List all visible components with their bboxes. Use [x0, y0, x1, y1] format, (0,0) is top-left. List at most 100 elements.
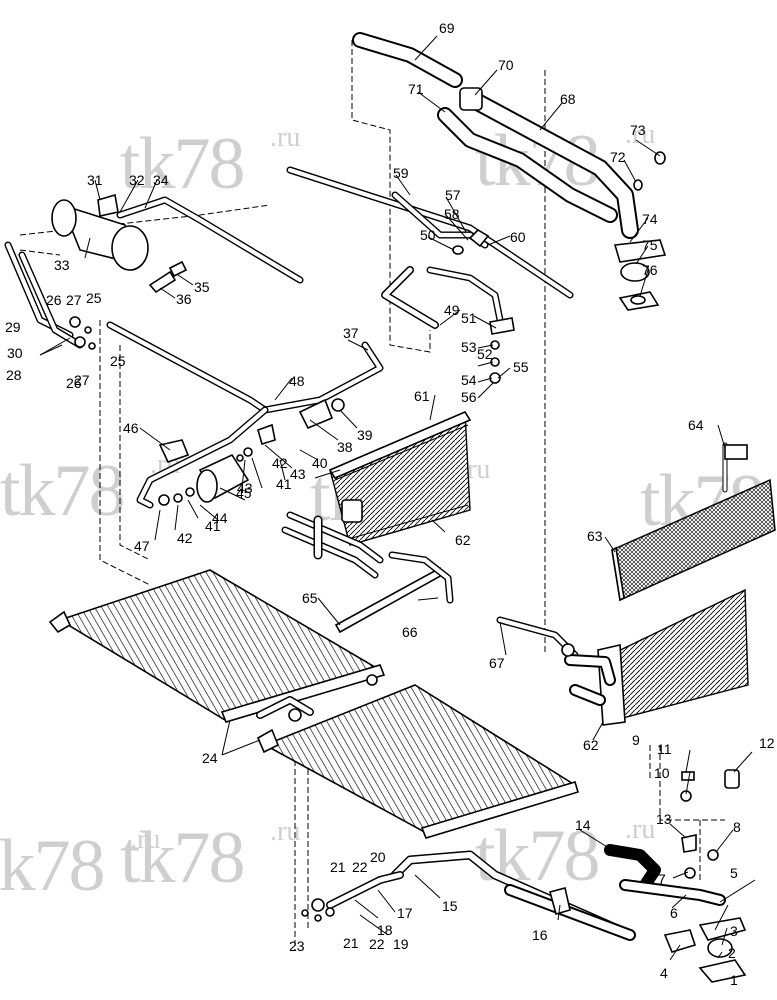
callout-label-16: 16 [532, 927, 548, 943]
accumulator-44 [158, 439, 250, 506]
callout-label-25: 25 [110, 353, 126, 369]
callout-label-43: 43 [237, 480, 253, 496]
callout-label-71: 71 [408, 81, 424, 97]
callout-label-50: 50 [420, 227, 436, 243]
callout-label-20: 20 [370, 849, 386, 865]
callout-label-45: 45 [236, 485, 252, 501]
callout-label-5: 5 [730, 865, 738, 881]
callout-label-31: 31 [87, 172, 103, 188]
heater-core-61 [496, 588, 749, 726]
lower-hoses-14-23 [301, 844, 726, 941]
callout-label-67: 67 [489, 655, 505, 671]
callout-label-9: 9 [632, 732, 640, 748]
watermark-text: tk78 [475, 815, 599, 897]
callout-label-64: 64 [688, 417, 704, 433]
callout-label-41: 41 [276, 476, 292, 492]
callout-label-8: 8 [733, 819, 741, 835]
callout-label-21: 21 [330, 859, 346, 875]
callout-label-24: 24 [202, 750, 218, 766]
callout-label-25: 25 [86, 290, 102, 306]
callout-label-27: 27 [66, 292, 82, 308]
callout-label-3: 3 [730, 923, 738, 939]
callout-label-73: 73 [630, 122, 646, 138]
callout-label-11: 11 [657, 741, 672, 757]
callout-label-62: 62 [583, 737, 599, 753]
callout-label-59: 59 [393, 165, 409, 181]
mount-parts-1-13 [663, 769, 747, 983]
callout-label-17: 17 [397, 905, 413, 921]
watermark-text: tk78 [120, 123, 244, 205]
callout-label-21: 21 [343, 935, 359, 951]
callout-label-7: 7 [658, 871, 666, 887]
callout-label-13: 13 [656, 811, 672, 827]
callout-label-22: 22 [352, 859, 368, 875]
leader-lines [39, 35, 756, 961]
callout-label-29: 29 [5, 319, 21, 335]
callout-label-49: 49 [444, 302, 460, 318]
callout-label-23: 23 [289, 938, 305, 954]
callout-label-41: 41 [205, 518, 221, 534]
callout-label-75: 75 [642, 237, 658, 253]
assembly-dashed-lines [19, 40, 725, 950]
watermark-layer: tk78.rutk78.rutk78.rutk78.rutk78.rutk78.… [0, 119, 766, 907]
callout-label-55: 55 [513, 359, 529, 375]
callout-label-74: 74 [642, 211, 658, 227]
watermark-suffix: .ru [130, 824, 160, 855]
callout-label-46: 46 [123, 420, 139, 436]
callout-label-32: 32 [129, 172, 145, 188]
callout-label-15: 15 [442, 898, 458, 914]
tube-58-59 [286, 166, 574, 384]
callout-label-47: 47 [134, 538, 150, 554]
callout-label-70: 70 [498, 57, 514, 73]
callout-label-12: 12 [759, 735, 775, 751]
callout-label-65: 65 [302, 590, 318, 606]
callout-label-61: 61 [414, 388, 430, 404]
callout-label-51: 51 [461, 310, 477, 326]
condensers-24 [48, 569, 579, 839]
callout-label-56: 56 [461, 389, 477, 405]
callout-label-26: 26 [66, 375, 82, 391]
callout-label-53: 53 [461, 339, 477, 355]
callout-label-14: 14 [575, 817, 591, 833]
callout-label-69: 69 [439, 20, 455, 36]
callout-label-52: 52 [477, 346, 493, 362]
callout-label-60: 60 [510, 229, 526, 245]
callout-label-72: 72 [610, 149, 626, 165]
watermark-suffix: .ru [270, 122, 300, 153]
callout-label-22: 22 [369, 936, 385, 952]
callout-label-58: 58 [444, 206, 460, 222]
callout-label-66: 66 [402, 624, 418, 640]
watermark-suffix: .ru [270, 816, 300, 847]
callout-label-57: 57 [445, 187, 461, 203]
callout-label-6: 6 [670, 905, 678, 921]
callout-label-44: 44 [212, 510, 228, 526]
receiver-drier-31-34 [51, 193, 304, 294]
callout-label-18: 18 [377, 922, 393, 938]
callout-label-35: 35 [194, 279, 210, 295]
callout-label-33: 33 [54, 257, 70, 273]
callout-label-36: 36 [176, 291, 192, 307]
upper-hose-assembly [352, 32, 667, 311]
callout-label-34: 34 [153, 172, 169, 188]
refrigerant-lines-37-47 [106, 321, 384, 509]
callout-label-38: 38 [337, 439, 353, 455]
callout-label-28: 28 [6, 367, 22, 383]
callout-label-62: 62 [455, 532, 471, 548]
callout-label-63: 63 [587, 528, 603, 544]
callout-label-68: 68 [560, 91, 576, 107]
callout-label-1: 1 [730, 972, 738, 988]
callout-label-26: 26 [46, 292, 62, 308]
evaporator-60 [281, 410, 472, 634]
watermark-suffix: .ru [625, 814, 655, 845]
watermark-text: tk78 [0, 450, 124, 532]
callout-label-42: 42 [272, 455, 288, 471]
callout-label-48: 48 [289, 373, 305, 389]
callout-label-40: 40 [312, 455, 328, 471]
watermark-text: tk78 [120, 817, 244, 899]
callout-label-30: 30 [7, 345, 23, 361]
callout-label-2: 2 [728, 945, 736, 961]
callout-label-10: 10 [654, 765, 670, 781]
